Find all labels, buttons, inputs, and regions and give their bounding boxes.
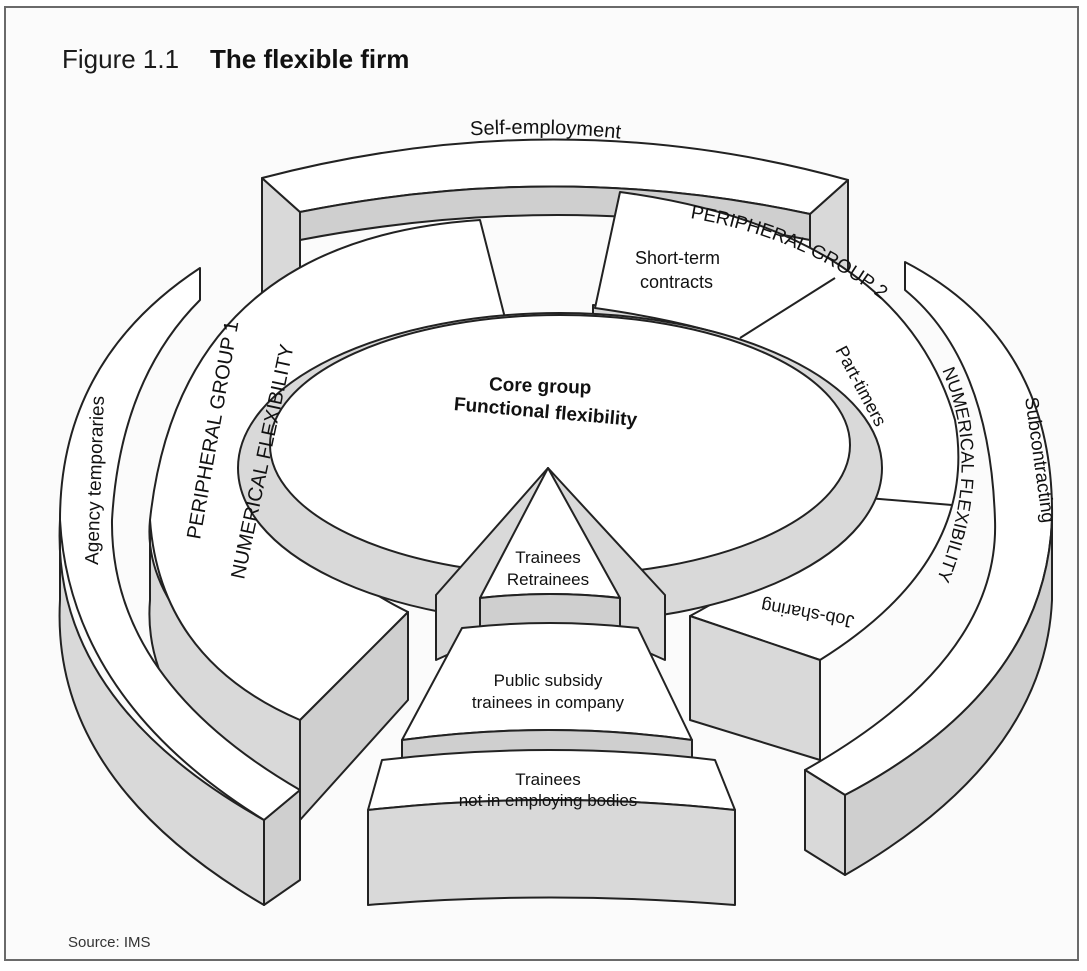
retrainees-label: Retrainees bbox=[507, 570, 589, 589]
figure-number: Figure 1.1 bbox=[62, 44, 180, 74]
short-term-contracts-label-2: contracts bbox=[640, 272, 713, 292]
trainees-label: Trainees bbox=[515, 548, 581, 567]
public-subsidy-label-1: Public subsidy bbox=[494, 671, 603, 690]
source-note: Source: IMS bbox=[68, 934, 151, 951]
core-group-ring bbox=[237, 312, 883, 624]
peripheral-group-2-block bbox=[592, 191, 960, 761]
short-term-contracts-label-1: Short-term bbox=[635, 248, 720, 268]
peripheral-group-1-block bbox=[148, 219, 506, 821]
trainees-not-label-1: Trainees bbox=[515, 770, 581, 789]
public-subsidy-label-2: trainees in company bbox=[472, 693, 625, 712]
agency-temporaries-block bbox=[58, 267, 301, 906]
core-group-label: Core group bbox=[489, 374, 592, 399]
trainee-wedge bbox=[367, 467, 736, 906]
figure-title: The flexible firm bbox=[210, 44, 410, 74]
trainees-not-label-2: not in employing bodies bbox=[459, 791, 638, 810]
subcontracting-block bbox=[804, 261, 1054, 876]
